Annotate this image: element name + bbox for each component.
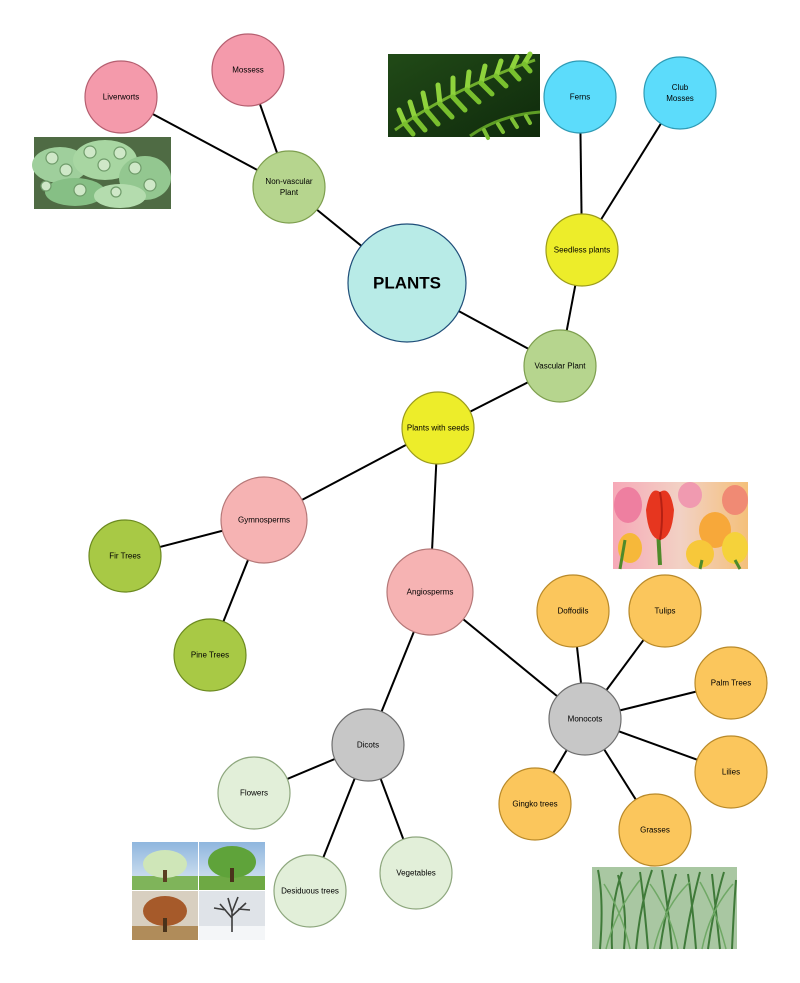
node-label-grasses: Grasses bbox=[640, 826, 670, 835]
fern-photo bbox=[388, 51, 541, 140]
node-plants: PLANTS bbox=[347, 223, 467, 343]
node-desiduous-trees: Desiduous trees bbox=[273, 854, 347, 928]
node-label-club-mosses-line-2: Mosses bbox=[666, 94, 694, 103]
node-label-plants: PLANTS bbox=[373, 274, 441, 293]
node-label-desiduous-trees: Desiduous trees bbox=[281, 887, 339, 896]
node-circle-monocots bbox=[548, 682, 622, 756]
node-circle-lilies bbox=[694, 735, 768, 809]
node-label-ferns: Ferns bbox=[570, 93, 590, 102]
node-label-gymnosperms: Gymnosperms bbox=[238, 516, 290, 525]
node-gymnosperms: Gymnosperms bbox=[220, 476, 308, 564]
node-liverworts: Liverworts bbox=[84, 60, 158, 134]
node-circle-seedless bbox=[545, 213, 619, 287]
node-circle-vascular bbox=[523, 329, 597, 403]
node-circle-vegetables bbox=[379, 836, 453, 910]
node-gingko-trees: Gingko trees bbox=[498, 767, 572, 841]
node-label-flowers: Flowers bbox=[240, 789, 268, 798]
node-label-pine-trees: Pine Trees bbox=[191, 651, 229, 660]
node-circle-gingko-trees bbox=[498, 767, 572, 841]
node-circle-dicots bbox=[331, 708, 405, 782]
node-circle-non-vascular bbox=[252, 150, 326, 224]
node-label-mossess: Mossess bbox=[232, 66, 264, 75]
liverwort-photo bbox=[32, 137, 171, 209]
node-circle-plants-with-seeds bbox=[401, 391, 475, 465]
node-circle-flowers bbox=[217, 756, 291, 830]
node-label-palm-trees: Palm Trees bbox=[711, 679, 751, 688]
grass-photo bbox=[592, 867, 737, 950]
node-label-liverworts: Liverworts bbox=[103, 93, 139, 102]
node-lilies: Lilies bbox=[694, 735, 768, 809]
node-circle-fir-trees bbox=[88, 519, 162, 593]
node-label-tulips: Tulips bbox=[654, 607, 675, 616]
node-label-vascular: Vascular Plant bbox=[535, 362, 587, 371]
node-vegetables: Vegetables bbox=[379, 836, 453, 910]
node-circle-plants bbox=[347, 223, 467, 343]
connector-lines bbox=[120, 69, 732, 892]
node-seedless: Seedless plants bbox=[545, 213, 619, 287]
node-label-dicots: Dicots bbox=[357, 741, 379, 750]
node-mossess: Mossess bbox=[211, 33, 285, 107]
node-circle-ferns bbox=[543, 60, 617, 134]
node-label-plants-with-seeds: Plants with seeds bbox=[407, 424, 469, 433]
node-label-vegetables: Vegetables bbox=[396, 869, 436, 878]
node-doffodils: Doffodils bbox=[536, 574, 610, 648]
node-label-non-vascular-line-1: Non-vascular bbox=[265, 177, 312, 186]
tulip-photo bbox=[613, 482, 748, 570]
node-dicots: Dicots bbox=[331, 708, 405, 782]
node-flowers: Flowers bbox=[217, 756, 291, 830]
node-label-non-vascular-line-2: Plant bbox=[280, 188, 299, 197]
node-ferns: Ferns bbox=[543, 60, 617, 134]
node-label-angiosperms: Angiosperms bbox=[407, 588, 454, 597]
node-circle-tulips bbox=[628, 574, 702, 648]
node-circle-club-mosses bbox=[643, 56, 717, 130]
node-pine-trees: Pine Trees bbox=[173, 618, 247, 692]
node-label-seedless: Seedless plants bbox=[554, 246, 610, 255]
node-circle-doffodils bbox=[536, 574, 610, 648]
node-label-doffodils: Doffodils bbox=[558, 607, 589, 616]
node-fir-trees: Fir Trees bbox=[88, 519, 162, 593]
node-label-monocots: Monocots bbox=[568, 715, 603, 724]
photo-layer bbox=[32, 51, 748, 950]
node-circle-desiduous-trees bbox=[273, 854, 347, 928]
node-palm-trees: Palm Trees bbox=[694, 646, 768, 720]
node-circle-mossess bbox=[211, 33, 285, 107]
node-angiosperms: Angiosperms bbox=[386, 548, 474, 636]
node-circle-grasses bbox=[618, 793, 692, 867]
node-label-gingko-trees: Gingko trees bbox=[512, 800, 557, 809]
node-vascular: Vascular Plant bbox=[523, 329, 597, 403]
node-grasses: Grasses bbox=[618, 793, 692, 867]
node-label-club-mosses-line-1: Club bbox=[672, 83, 689, 92]
node-circle-pine-trees bbox=[173, 618, 247, 692]
node-tulips: Tulips bbox=[628, 574, 702, 648]
tree-seasons-photo bbox=[132, 842, 265, 940]
node-circle-angiosperms bbox=[386, 548, 474, 636]
node-plants-with-seeds: Plants with seeds bbox=[401, 391, 475, 465]
node-label-lilies: Lilies bbox=[722, 768, 740, 777]
node-label-fir-trees: Fir Trees bbox=[109, 552, 141, 561]
node-circle-palm-trees bbox=[694, 646, 768, 720]
node-monocots: Monocots bbox=[548, 682, 622, 756]
node-circle-gymnosperms bbox=[220, 476, 308, 564]
node-circle-liverworts bbox=[84, 60, 158, 134]
